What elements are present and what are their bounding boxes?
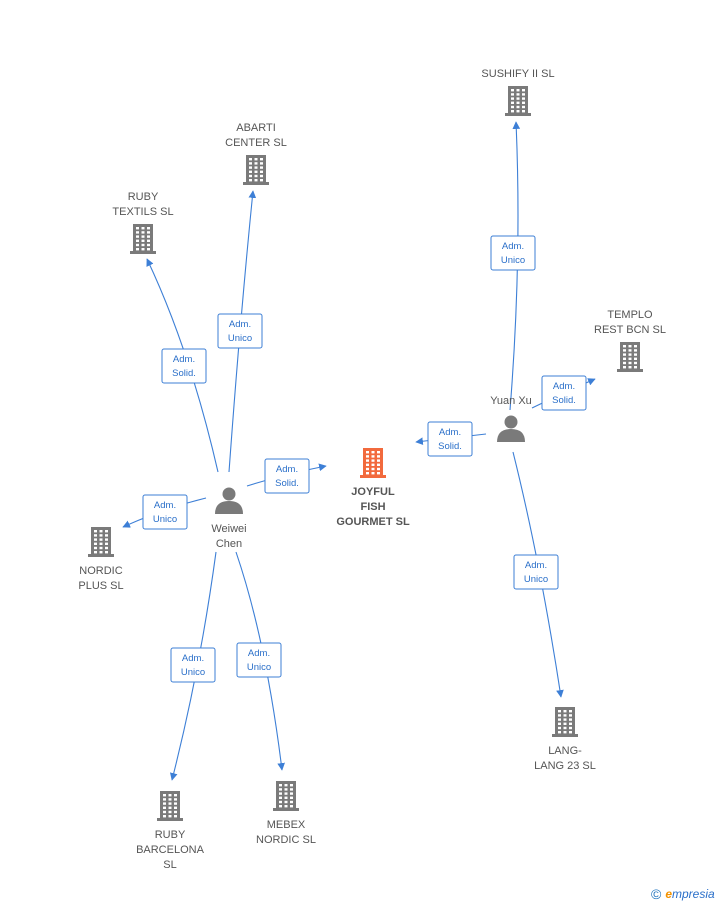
node-label-weiwei: Weiwei: [211, 523, 246, 535]
empresia-logo[interactable]: © e mpresia: [651, 884, 715, 904]
brand-name: mpresia: [672, 887, 715, 901]
relation-label-yuanxu-to-sushify[interactable]: Adm. Unico: [490, 235, 536, 271]
relation-label-text: Adm.: [229, 319, 251, 330]
node-label-yuanxu: Yuan Xu: [490, 395, 532, 407]
building-icon[interactable]: [505, 86, 531, 116]
relation-label-text: Solid.: [172, 368, 196, 379]
node-label-mebex: MEBEX: [267, 819, 306, 831]
node-lang[interactable]: LANG- LANG 23 SL: [534, 707, 596, 772]
node-label-lang: LANG-: [548, 745, 582, 757]
relation-label-weiwei-to-nordic_plus[interactable]: Adm. Unico: [142, 494, 188, 530]
node-label-nordic_plus: PLUS SL: [78, 580, 123, 592]
relation-label-text: Adm.: [553, 381, 575, 392]
node-label-ruby_barcelona: BARCELONA: [136, 844, 205, 856]
node-label-weiwei: Chen: [216, 538, 242, 550]
relation-label-text: Adm.: [154, 500, 176, 511]
node-label-abarti: CENTER SL: [225, 137, 287, 149]
node-label-abarti: ABARTI: [236, 122, 276, 134]
node-label-ruby_barcelona: SL: [163, 859, 176, 871]
building-icon[interactable]: [88, 527, 114, 557]
node-label-ruby_textils: TEXTILS SL: [112, 206, 173, 218]
node-label-sushify: SUSHIFY II SL: [481, 68, 554, 80]
copyright-symbol: ©: [651, 886, 662, 902]
building-icon[interactable]: [360, 448, 386, 478]
relation-label-text: Unico: [228, 333, 252, 344]
relation-label-text: Adm.: [525, 560, 547, 571]
building-icon[interactable]: [130, 224, 156, 254]
node-label-templo: TEMPLO: [607, 309, 653, 321]
building-icon[interactable]: [157, 791, 183, 821]
node-label-nordic_plus: NORDIC: [79, 565, 122, 577]
node-label-templo: REST BCN SL: [594, 324, 666, 336]
relation-label-yuanxu-to-templo[interactable]: Adm. Solid.: [541, 375, 587, 411]
node-label-ruby_textils: RUBY: [128, 191, 159, 203]
relation-label-text: Adm.: [502, 241, 524, 252]
node-label-ruby_barcelona: RUBY: [155, 829, 186, 841]
relation-label-text: Adm.: [439, 427, 461, 438]
brand-initial: e: [665, 887, 673, 901]
node-label-lang: LANG 23 SL: [534, 760, 596, 772]
node-ruby_barcelona[interactable]: RUBY BARCELONA SL: [136, 791, 205, 871]
relation-label-text: Adm.: [173, 354, 195, 365]
relation-label-text: Unico: [247, 662, 271, 673]
relation-label-weiwei-to-ruby_textils[interactable]: Adm. Solid.: [161, 348, 207, 384]
node-nordic_plus[interactable]: NORDIC PLUS SL: [78, 527, 124, 592]
relation-label-text: Solid.: [552, 395, 576, 406]
relation-label-text: Unico: [153, 514, 177, 525]
node-label-joyful: FISH: [360, 501, 385, 513]
person-icon[interactable]: [497, 415, 525, 443]
node-joyful[interactable]: JOYFUL FISH GOURMET SL: [336, 448, 410, 528]
relation-label-text: Unico: [501, 255, 525, 266]
relation-label-yuanxu-to-joyful[interactable]: Adm. Solid.: [427, 421, 473, 457]
relation-label-yuanxu-to-lang[interactable]: Adm. Unico: [513, 554, 559, 590]
person-icon[interactable]: [215, 487, 243, 515]
node-mebex[interactable]: MEBEX NORDIC SL: [256, 781, 316, 846]
node-ruby_textils[interactable]: RUBY TEXTILS SL: [112, 191, 174, 254]
relation-label-text: Adm.: [276, 464, 298, 475]
relation-label-weiwei-to-mebex[interactable]: Adm. Unico: [236, 642, 282, 678]
relation-label-text: Adm.: [248, 648, 270, 659]
relation-label-text: Unico: [524, 574, 548, 585]
node-label-joyful: GOURMET SL: [336, 516, 410, 528]
building-icon[interactable]: [617, 342, 643, 372]
relation-label-text: Adm.: [182, 653, 204, 664]
relation-label-weiwei-to-joyful[interactable]: Adm. Solid.: [264, 458, 310, 494]
relation-label-weiwei-to-ruby_barcelona[interactable]: Adm. Unico: [170, 647, 216, 683]
node-label-mebex: NORDIC SL: [256, 834, 316, 846]
relation-label-text: Unico: [181, 667, 205, 678]
node-templo[interactable]: TEMPLO REST BCN SL: [594, 309, 666, 372]
building-icon[interactable]: [243, 155, 269, 185]
relation-label-weiwei-to-abarti[interactable]: Adm. Unico: [217, 313, 263, 349]
relation-label-text: Solid.: [275, 478, 299, 489]
relation-label-text: Solid.: [438, 441, 462, 452]
building-icon[interactable]: [273, 781, 299, 811]
building-icon[interactable]: [552, 707, 578, 737]
node-sushify[interactable]: SUSHIFY II SL: [481, 68, 555, 116]
node-yuanxu[interactable]: Yuan Xu: [490, 395, 532, 442]
node-abarti[interactable]: ABARTI CENTER SL: [225, 122, 287, 185]
node-label-joyful: JOYFUL: [351, 486, 395, 498]
